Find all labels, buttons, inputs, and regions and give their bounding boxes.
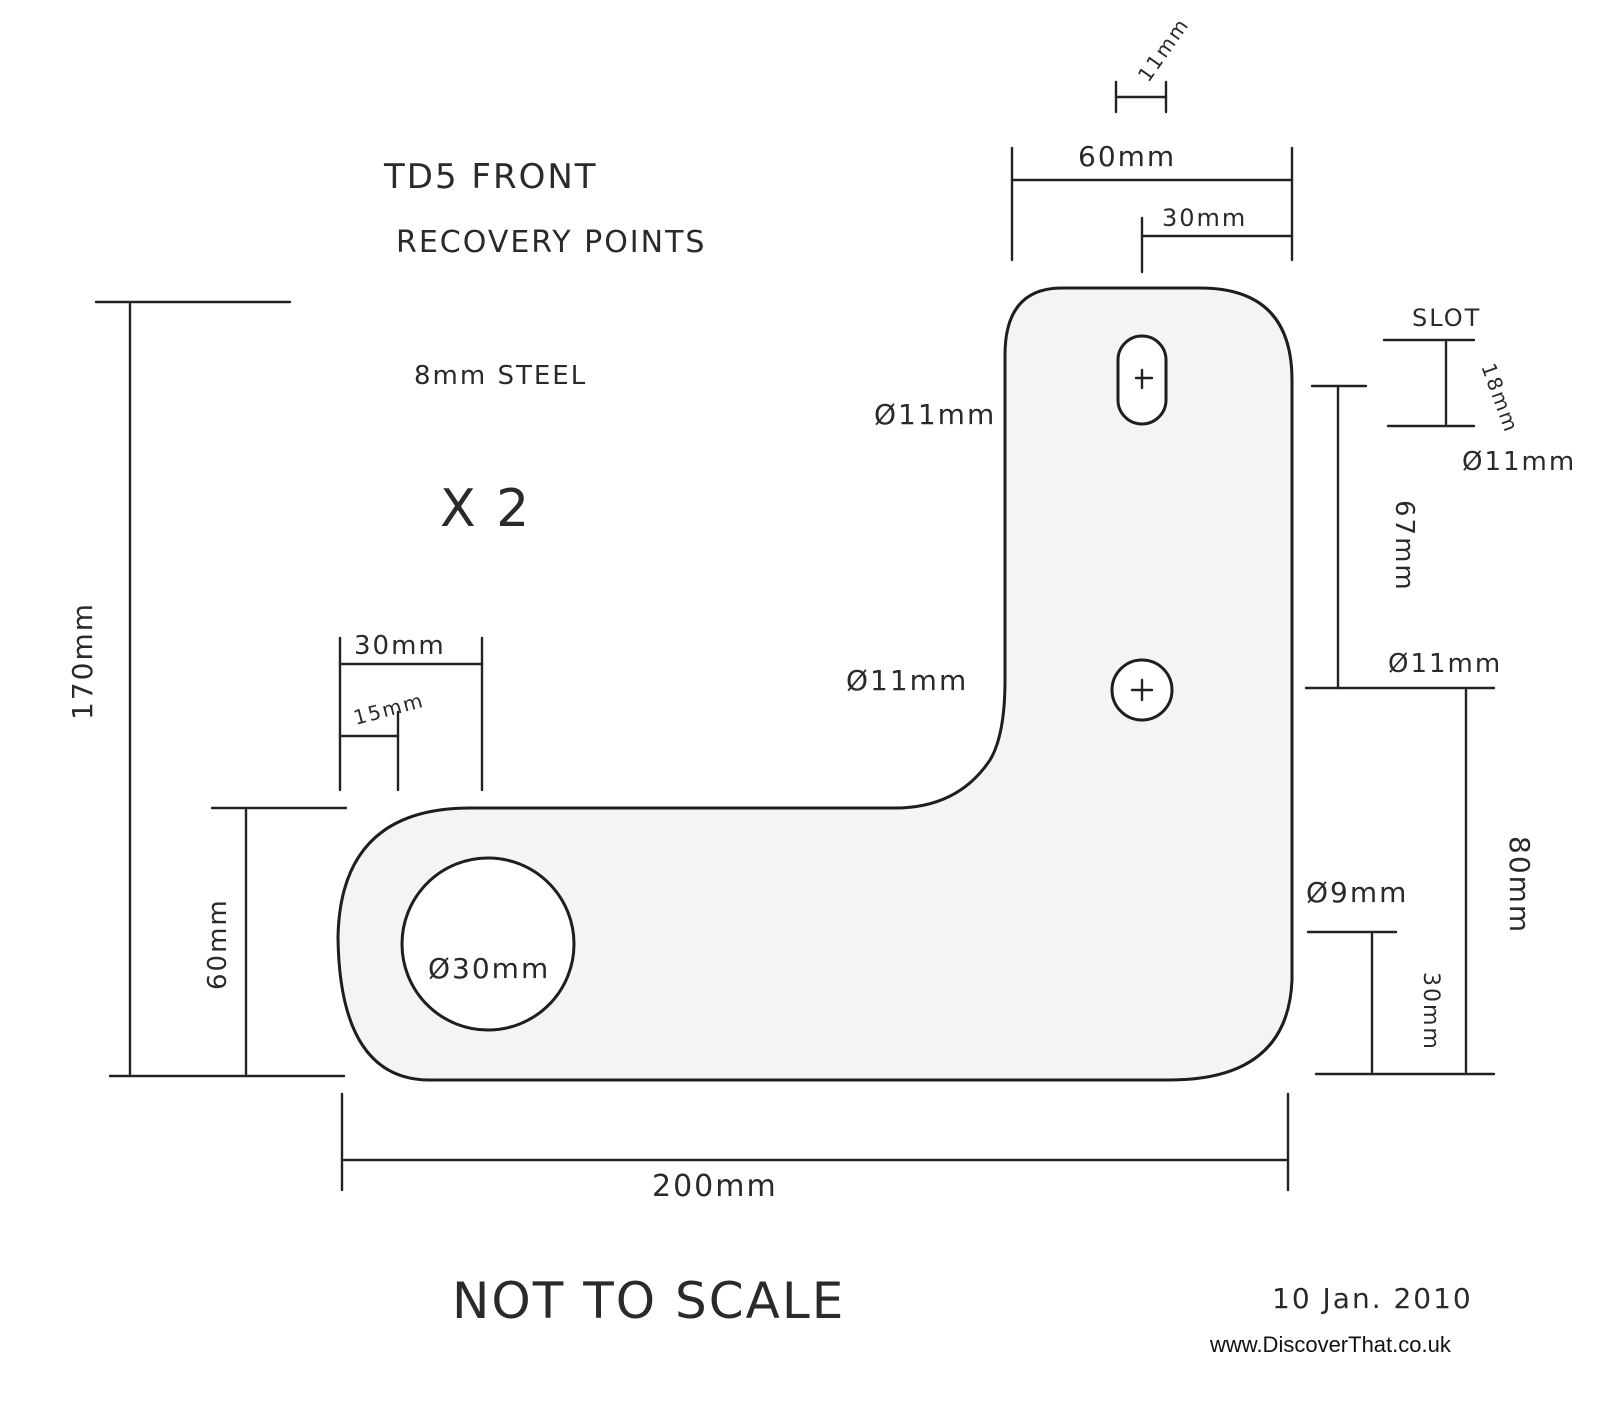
drawing-date: 10 Jan. 2010 bbox=[1272, 1282, 1473, 1315]
title-line-1: TD5 FRONT bbox=[383, 157, 598, 197]
website-url: www.DiscoverThat.co.uk bbox=[1209, 1332, 1452, 1357]
svg-text:67mm: 67mm bbox=[1389, 500, 1419, 592]
dim-overall-width: 200mm bbox=[340, 1092, 1290, 1204]
dim-upright-width: 60mm bbox=[1010, 140, 1294, 262]
dim-hole-spacing: 67mm bbox=[1310, 384, 1419, 690]
dim-overall-height: 170mm bbox=[66, 300, 346, 1078]
svg-text:SLOT: SLOT bbox=[1412, 304, 1481, 332]
slot-diameter-right: Ø11mm bbox=[1462, 447, 1576, 477]
svg-text:60mm: 60mm bbox=[1078, 140, 1176, 173]
svg-text:11mm: 11mm bbox=[1133, 13, 1194, 86]
dim-arm-hole-center: 15mm bbox=[338, 688, 427, 792]
bottom-hole-diameter: Ø9mm bbox=[1306, 876, 1408, 909]
svg-text:80mm: 80mm bbox=[1503, 836, 1536, 934]
scale-note: NOT TO SCALE bbox=[452, 1272, 845, 1330]
dim-arm-height: 60mm bbox=[203, 806, 348, 1076]
dim-bottom-hole-height: 30mm bbox=[1306, 930, 1443, 1074]
svg-text:15mm: 15mm bbox=[351, 688, 427, 730]
svg-text:30mm: 30mm bbox=[1162, 204, 1247, 232]
dim-slot-length: SLOT 18mm bbox=[1382, 304, 1524, 436]
middle-hole-diameter-left: Ø11mm bbox=[846, 664, 968, 697]
large-hole-diameter: Ø30mm bbox=[428, 952, 550, 985]
quantity-label: X 2 bbox=[440, 479, 531, 539]
svg-text:30mm: 30mm bbox=[1418, 972, 1443, 1051]
middle-hole-diameter-right: Ø11mm bbox=[1388, 649, 1502, 679]
title-line-2: RECOVERY POINTS bbox=[396, 225, 706, 260]
part-outline bbox=[336, 286, 1294, 1082]
dim-arm-end-width: 30mm bbox=[338, 631, 484, 792]
slot-diameter-left: Ø11mm bbox=[874, 398, 996, 431]
large-hole bbox=[400, 856, 576, 1032]
svg-text:200mm: 200mm bbox=[652, 1169, 778, 1204]
dim-slot-width: 11mm bbox=[1114, 13, 1194, 114]
svg-text:60mm: 60mm bbox=[203, 898, 233, 990]
svg-text:30mm: 30mm bbox=[354, 631, 446, 661]
dim-right-side-height: 80mm bbox=[1314, 688, 1536, 1076]
svg-text:18mm: 18mm bbox=[1476, 360, 1523, 436]
svg-text:170mm: 170mm bbox=[66, 602, 99, 720]
dim-upright-hole-center: 30mm bbox=[1140, 204, 1294, 274]
material-label: 8mm STEEL bbox=[414, 361, 587, 391]
